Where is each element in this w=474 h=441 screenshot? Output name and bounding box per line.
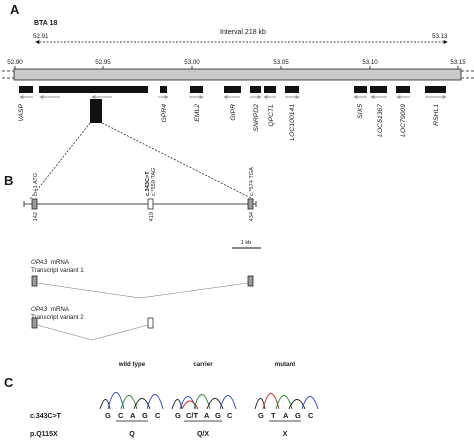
- sequence-carrier: G C/T A G C: [175, 411, 233, 420]
- svg-text:C: C: [118, 411, 124, 420]
- panel-a-letter: A: [10, 2, 20, 17]
- svg-text:A: A: [130, 411, 136, 420]
- exon-3: [247, 198, 254, 210]
- svg-text:53.05: 53.05: [273, 59, 289, 66]
- tick-0: 52.90: [7, 59, 23, 69]
- row-label-protein: p.Q115X: [30, 431, 58, 438]
- transcript-2-splice: [36, 324, 149, 341]
- transcript-2-exon-1: [31, 317, 38, 329]
- annotation-atg: c.+1 ATG: [33, 173, 39, 196]
- genotype-mutant: mutant: [275, 361, 296, 368]
- exon-label-3: 434: [249, 212, 255, 221]
- svg-text:G: G: [175, 411, 181, 420]
- gene-block-12: [425, 86, 446, 93]
- gene-label-qpctl: QPCTL: [268, 104, 275, 127]
- svg-text:A: A: [204, 411, 210, 420]
- exon-1: [31, 198, 38, 210]
- svg-text:C: C: [227, 411, 233, 420]
- interval-start: 52.91: [33, 33, 49, 40]
- panel-c-letter: C: [4, 375, 14, 390]
- svg-text:G: G: [295, 411, 301, 420]
- gene-label-loc79009: LOC79009: [400, 104, 407, 137]
- zoom-line-left: [29, 122, 91, 200]
- chromatogram-carrier: [171, 394, 237, 410]
- transcript-1-title: OPA3 mRNA: [31, 259, 70, 266]
- opa3-gene-block: [90, 99, 102, 123]
- gene-label-loc51367: LOC51367: [377, 104, 384, 137]
- svg-text:T: T: [271, 411, 276, 420]
- chromatogram-wild-type: [99, 392, 164, 410]
- sequence-wild-type: G C A G C: [105, 411, 161, 420]
- annotation-tag: c.*559 TAG: [151, 168, 157, 196]
- svg-text:52.95: 52.95: [95, 59, 111, 66]
- panel-b-letter: B: [4, 173, 13, 188]
- gene-label-eml2: EML2: [194, 104, 201, 122]
- svg-text:52.90: 52.90: [7, 59, 23, 66]
- annotation-tga: c.*574 TGA: [249, 167, 255, 196]
- gene-block-7: [264, 86, 276, 93]
- gene-block-10: [370, 86, 387, 93]
- gene-label-six5: SIX5: [357, 104, 364, 119]
- svg-text:G: G: [105, 411, 111, 420]
- svg-text:53.10: 53.10: [362, 59, 378, 66]
- svg-text:G: G: [142, 411, 148, 420]
- tick-3: 53.05: [273, 59, 289, 69]
- svg-text:G: G: [215, 411, 221, 420]
- transcript-2-exon-2: [147, 317, 154, 329]
- annotation-mutation: c.343C>T: [145, 171, 151, 196]
- zoom-line-right: [101, 122, 254, 200]
- gene-block-5: [224, 86, 241, 93]
- gene-block-8: [285, 86, 299, 93]
- transcript-1-exon-1: [31, 275, 38, 287]
- interval-label: Interval 218 kb: [220, 29, 266, 36]
- chromosome-label: BTA 18: [34, 20, 57, 27]
- gene-label-gipr: GIPR: [230, 104, 237, 121]
- gene-block-6: [250, 86, 261, 93]
- sequence-mutant: G T A G C: [258, 411, 314, 420]
- protein-wild-type: Q: [129, 431, 135, 438]
- tick-2: 53.00: [184, 59, 200, 69]
- svg-text:53.00: 53.00: [184, 59, 200, 66]
- svg-text:G: G: [258, 411, 264, 420]
- transcript-2-variant: Transcript variant 2: [31, 314, 84, 321]
- protein-mutant: X: [283, 431, 288, 438]
- exon-label-1: 142: [33, 212, 39, 221]
- svg-text:A: A: [283, 411, 289, 420]
- chromatogram-mutant: [254, 393, 319, 410]
- transcript-2-title: OPA3 mRNA: [31, 306, 70, 313]
- svg-text:C: C: [308, 411, 314, 420]
- gene-block-11: [396, 86, 410, 93]
- gene-label-rshl1: RSHL1: [433, 104, 440, 126]
- genotype-wild-type: wild type: [118, 361, 146, 368]
- transcript-1-exon-2: [247, 275, 254, 287]
- scale-label: 1 kb: [241, 240, 252, 246]
- genotype-carrier: carrier: [193, 361, 213, 368]
- gene-label-gpr4: GPR4: [161, 104, 168, 123]
- gene-label-vasp: VASP: [18, 104, 25, 122]
- svg-text:C/T: C/T: [186, 411, 199, 420]
- protein-carrier: Q/X: [197, 431, 209, 438]
- gene-block-2: [39, 86, 148, 93]
- gene-label-snrpd2: SNRPD2: [253, 104, 260, 132]
- row-label-dna: c.343C>T: [30, 413, 62, 420]
- tick-1: 52.95: [95, 59, 111, 69]
- tick-5: 53.15: [450, 59, 466, 69]
- interval-end: 53.13: [432, 33, 448, 40]
- chromosome-bar: [13, 68, 462, 81]
- gene-block-4: [190, 86, 203, 93]
- gene-label-loc100141: LOC100141: [289, 104, 296, 141]
- svg-text:C: C: [155, 411, 161, 420]
- exon-2: [147, 198, 154, 210]
- transcript-1-variant: Transcript variant 1: [31, 267, 84, 274]
- gene-block-1: [19, 86, 33, 93]
- gene-block-3: [160, 86, 167, 93]
- svg-text:53.15: 53.15: [450, 59, 466, 66]
- gene-block-9: [354, 86, 367, 93]
- tick-4: 53.10: [362, 59, 378, 69]
- exon-label-2: 419: [149, 212, 155, 221]
- transcript-1-splice: [36, 282, 249, 299]
